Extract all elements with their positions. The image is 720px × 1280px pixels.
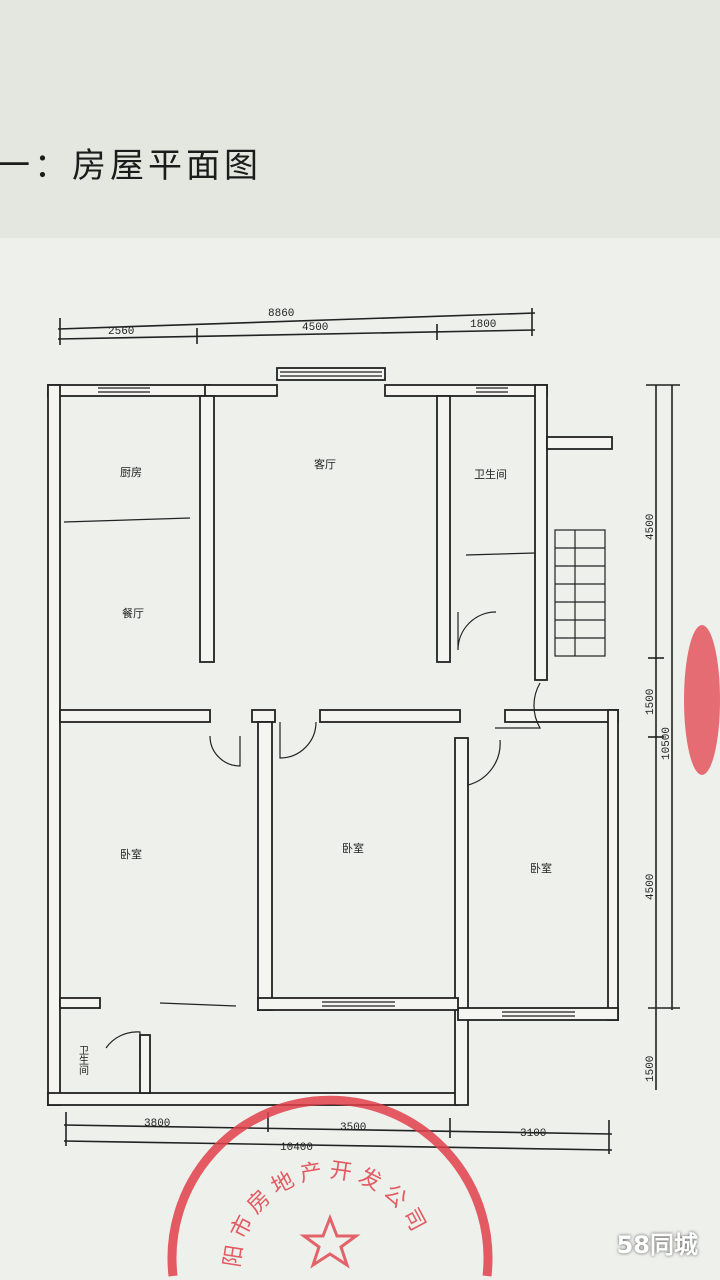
dim-right-3: 4500 bbox=[645, 874, 657, 900]
dim-bottom-total: 10400 bbox=[280, 1142, 313, 1154]
door-bathroom bbox=[457, 611, 497, 651]
dim-bottom-2: 3500 bbox=[340, 1122, 366, 1134]
room-dining: 餐厅 bbox=[122, 606, 144, 620]
room-bedroom-left: 卧室 bbox=[120, 847, 142, 861]
room-living: 客厅 bbox=[314, 457, 336, 471]
door-bedroom-middle bbox=[279, 721, 317, 759]
room-bedroom-middle: 卧室 bbox=[342, 841, 364, 855]
door-bedroom-left bbox=[209, 735, 241, 767]
staircase bbox=[554, 529, 606, 657]
door-entrance bbox=[495, 682, 542, 729]
watermark-logo: 58同城 bbox=[616, 1231, 698, 1259]
room-bedroom-right: 卧室 bbox=[530, 861, 552, 875]
kitchen-partition bbox=[63, 517, 191, 523]
dim-top-1: 2560 bbox=[108, 326, 134, 338]
room-small-bathroom: 卫生间 bbox=[77, 1045, 89, 1076]
dim-right-4: 1500 bbox=[645, 1056, 657, 1082]
dim-right-2: 1500 bbox=[645, 689, 657, 715]
room-kitchen: 厨房 bbox=[120, 466, 142, 479]
dim-bottom-3: 3100 bbox=[520, 1128, 546, 1140]
dim-bottom-1: 3800 bbox=[144, 1118, 170, 1130]
dimension-line-top-total bbox=[57, 312, 536, 330]
dim-top-3: 1800 bbox=[470, 319, 496, 331]
dim-right-total: 10500 bbox=[661, 727, 673, 760]
dim-top-total: 8860 bbox=[268, 308, 294, 320]
dimension-line-bottom bbox=[63, 1124, 613, 1135]
dim-top-2: 4500 bbox=[302, 322, 328, 334]
page-title: 一：房屋平面图 bbox=[0, 146, 262, 186]
svg-text:阳市房地产开发公司: 阳市房地产开发公司 bbox=[220, 1158, 433, 1269]
door-small-bathroom bbox=[105, 1031, 141, 1070]
walls bbox=[47, 367, 619, 1106]
door-bedroom-right bbox=[467, 739, 501, 786]
dimension-line-top bbox=[57, 329, 536, 340]
dim-right-1: 4500 bbox=[645, 514, 657, 540]
room-bathroom: 卫生间 bbox=[474, 467, 507, 481]
